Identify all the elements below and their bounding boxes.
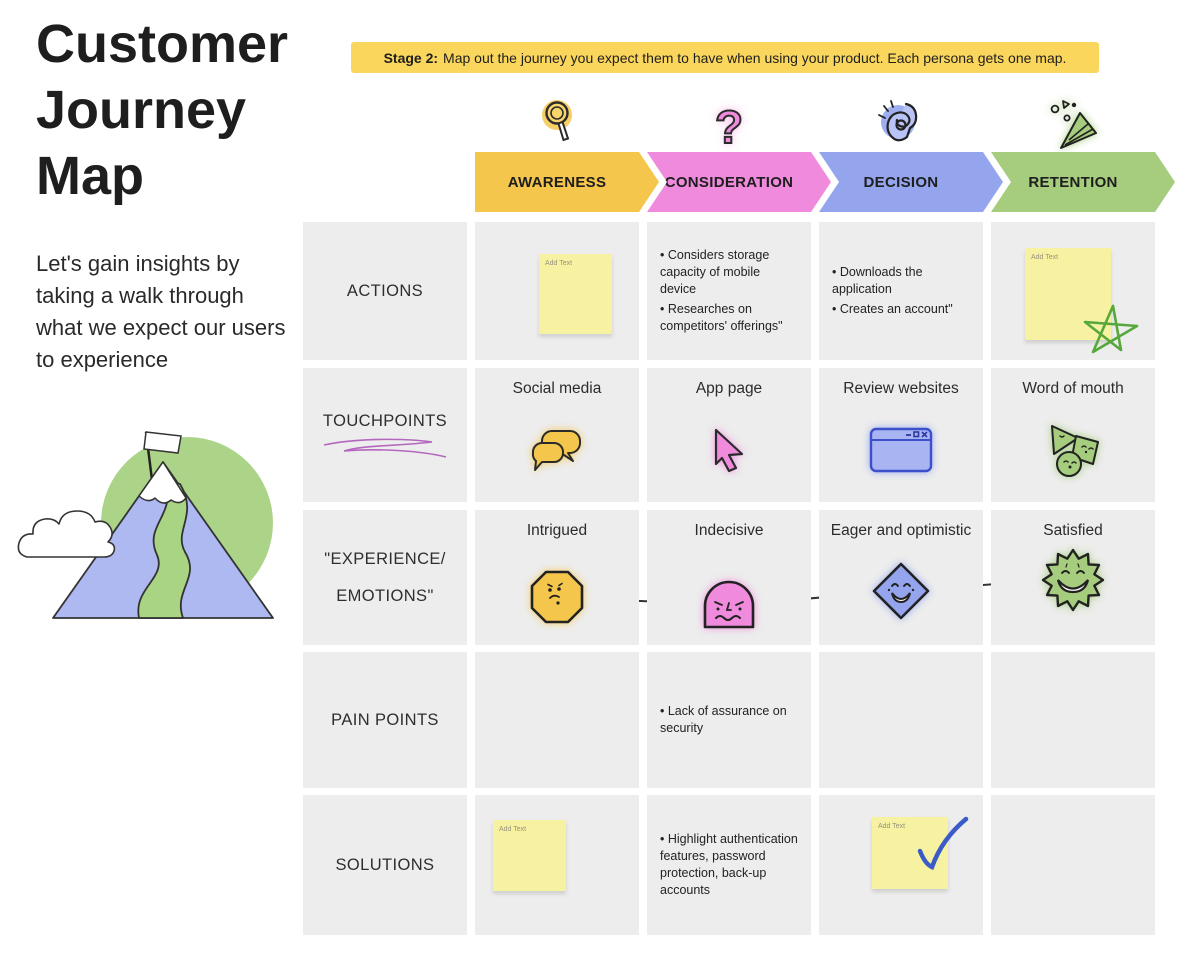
question-mark-icon: ? [714,101,744,153]
column-header-retention: RETENTION [991,152,1175,212]
cell-actions-decision[interactable]: • Downloads the application • Creates an… [819,222,983,360]
cell-touchpoints-consideration: App page [647,368,811,502]
row-label-touchpoints: TOUCHPOINTS [303,368,467,502]
browser-window-icon [819,398,983,502]
magnifier-icon [475,98,639,150]
emotion-connector-line [552,577,1079,607]
cell-emotions-decision: Eager and optimistic [819,510,983,645]
cell-emotions-awareness: Intrigued [475,510,639,645]
cell-actions-consideration[interactable]: • Considers storage capacity of mobile d… [647,222,811,360]
cell-touchpoints-awareness: Social media [475,368,639,502]
sticky-note[interactable]: Add Text [1025,248,1139,354]
bullet-item: • Considers storage capacity of mobile d… [660,247,770,297]
touchpoint-label[interactable]: Social media [512,380,602,397]
bullet-item: • Researches on competitors' offerings" [660,301,783,333]
cell-solutions-retention [991,795,1155,935]
stage-banner-label: Stage 2: [383,49,439,66]
row-actions: ACTIONS Add Text • Considers storage cap… [303,222,1155,360]
sticky-note[interactable]: Add Text [872,816,969,889]
starburst-face-icon [1041,548,1105,617]
cell-pain-consideration[interactable]: • Lack of assurance on security [647,652,811,788]
cell-touchpoints-decision: Review websites [819,368,983,502]
journey-grid: ? AWARENESS CONSIDERATION DECISION RETEN… [303,98,1175,938]
emotion-label[interactable]: Eager and optimistic [830,522,972,539]
bullet-item: • Highlight authentication features, pas… [660,831,798,898]
touchpoint-label[interactable]: Review websites [843,380,959,397]
cell-touchpoints-retention: Word of mouth [991,368,1155,502]
sticky-note[interactable]: Add Text [493,820,566,891]
chat-bubbles-icon [475,398,639,502]
touchpoint-label[interactable]: Word of mouth [1022,380,1124,397]
emotion-label[interactable]: Indecisive [694,522,764,539]
cell-actions-retention: Add Text [991,222,1155,360]
touchpoint-label[interactable]: App page [695,380,763,397]
column-header-awareness: AWARENESS [475,152,659,212]
cell-solutions-consideration[interactable]: • Highlight authentication features, pas… [647,795,811,935]
row-label-pain-points: PAIN POINTS [303,652,467,788]
row-label-actions: ACTIONS [303,222,467,360]
emotion-label[interactable]: Satisfied [1043,522,1103,539]
stage-banner: Stage 2: Map out the journey you expect … [351,42,1099,73]
stage-banner-text: Map out the journey you expect them to h… [443,49,1067,66]
page-title: Customer Journey Map [36,14,289,206]
shapes-faces-icon [991,398,1155,502]
row-solutions: SOLUTIONS Add Text • Highlight authentic… [303,795,1155,935]
cell-actions-awareness: Add Text [475,222,639,360]
cell-solutions-decision: Add Text [819,795,983,935]
arch-face-icon [698,576,760,635]
cell-emotions-consideration: Indecisive [647,510,811,645]
checkmark-scribble-icon [917,816,969,871]
cell-pain-decision [819,652,983,788]
octagon-face-icon [528,568,586,631]
row-experience-emotions: "EXPERIENCE/ EMOTIONS" Intrigued Indecis… [303,510,1155,645]
row-label-experience-emotions: "EXPERIENCE/ EMOTIONS" [303,510,467,645]
cell-solutions-awareness: Add Text [475,795,639,935]
cursor-icon [647,398,811,502]
star-scribble-icon [1083,304,1139,354]
cell-pain-awareness [475,652,639,788]
snap-fingers-icon [819,98,983,150]
row-touchpoints: TOUCHPOINTS Social media App page [303,368,1155,502]
row-pain-points: PAIN POINTS • Lack of assurance on secur… [303,652,1155,788]
page-subtitle: Let's gain insights by taking a walk thr… [36,251,286,372]
bullet-item: • Downloads the application [832,265,923,297]
bullet-item: • Lack of assurance on security [660,703,787,735]
bullet-item: • Creates an account" [832,301,953,316]
party-popper-icon [991,98,1155,150]
diamond-face-icon [870,560,932,627]
cell-emotions-retention: Satisfied [991,510,1155,645]
emotion-label[interactable]: Intrigued [526,522,588,539]
column-header-consideration: CONSIDERATION [647,152,831,212]
mountain-illustration [17,431,274,619]
sticky-note[interactable]: Add Text [539,254,612,334]
touchpoints-underline-scribble [323,438,447,458]
column-header-decision: DECISION [819,152,1003,212]
row-label-solutions: SOLUTIONS [303,795,467,935]
cell-pain-retention [991,652,1155,788]
